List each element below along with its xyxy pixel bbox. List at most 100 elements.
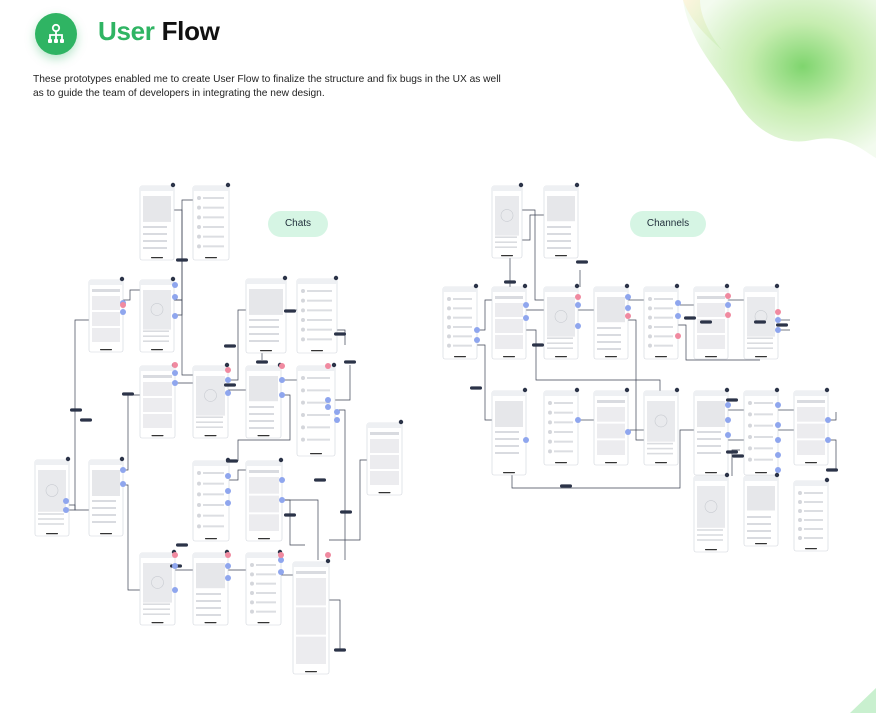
screen-placeholder-icon <box>704 500 718 513</box>
screen-status-bar <box>35 460 69 465</box>
flow-node-blue <box>334 417 340 423</box>
screen-text-line <box>495 431 519 433</box>
screen-text-line <box>453 326 472 328</box>
screen-text-line <box>697 529 723 531</box>
screen-text-line <box>196 421 223 423</box>
screen-image-block <box>143 196 171 222</box>
screen-text-line <box>196 600 221 602</box>
flow-tag <box>176 258 188 262</box>
screen-card <box>249 477 279 494</box>
screen-id-marker <box>119 456 125 462</box>
screen-status-bar <box>544 391 578 396</box>
flow-node-blue <box>334 409 340 415</box>
screen-status-bar <box>193 186 229 191</box>
screen-text-line <box>143 340 169 342</box>
screen-text-line <box>143 330 169 332</box>
screen-home-indicator <box>755 356 767 358</box>
screen-avatar <box>250 609 254 614</box>
screen-home-indicator <box>705 549 717 551</box>
screen-text-line <box>554 431 573 433</box>
title-flow: Flow <box>161 16 220 46</box>
screen-text-line <box>495 445 519 447</box>
flow-tag <box>470 386 482 390</box>
screen-home-indicator <box>705 356 717 358</box>
flow-tag <box>700 320 712 324</box>
flow-node-pink <box>278 552 284 558</box>
screen-id-marker <box>119 276 125 282</box>
flow-node-blue <box>474 337 480 343</box>
screen-text-line <box>307 377 330 379</box>
screen-title-line <box>249 470 279 473</box>
screen-image-block <box>249 376 278 402</box>
screen-text-line <box>654 335 673 338</box>
screen-home-indicator <box>310 453 322 455</box>
flow-node-blue <box>675 313 681 319</box>
screen-text-line <box>143 226 167 228</box>
screen-avatar <box>250 581 254 586</box>
screen-status-bar <box>492 186 522 191</box>
screen-media-block <box>495 196 519 236</box>
screen-home-indicator <box>378 492 391 494</box>
screen-text-line <box>249 340 279 342</box>
screen-id-marker <box>331 362 337 368</box>
flow-node-blue <box>625 429 631 435</box>
screen-home-indicator <box>503 356 515 358</box>
flow-tag <box>826 468 838 472</box>
screen-text-line <box>554 411 573 414</box>
screen-status-bar <box>694 287 728 292</box>
screen-id-marker <box>824 477 830 483</box>
flow-tag <box>726 398 738 402</box>
flow-tag <box>284 513 296 517</box>
screen-home-indicator <box>100 349 112 351</box>
flow-node-pink <box>279 363 285 369</box>
screen-text-line <box>38 523 64 525</box>
flow-node-blue <box>279 477 285 483</box>
screen-text-line <box>203 226 224 228</box>
screen-avatar <box>548 420 552 425</box>
phone-screen <box>366 419 404 496</box>
screen-home-indicator <box>503 472 515 474</box>
screen-text-line <box>92 500 116 502</box>
screen-avatar <box>197 205 201 210</box>
flow-node-blue <box>225 390 231 396</box>
screen-avatar <box>548 410 552 415</box>
screen-avatar <box>798 527 802 531</box>
screen-text-line <box>453 335 472 338</box>
screen-avatar <box>301 425 305 430</box>
screen-avatar <box>301 308 305 313</box>
screen-home-indicator <box>260 350 272 352</box>
screen-card <box>296 578 326 606</box>
screen-text-line <box>203 216 224 219</box>
flow-node-blue <box>172 313 178 319</box>
screen-avatar <box>197 503 201 507</box>
flow-node-blue <box>120 309 126 315</box>
screen-avatar <box>798 491 802 495</box>
screen-text-line <box>547 226 571 228</box>
flow-node-blue <box>120 481 126 487</box>
phone-screen <box>245 275 288 354</box>
screen-image-block <box>92 470 120 496</box>
screen-status-bar <box>297 279 337 284</box>
flow-connector <box>66 504 89 511</box>
screen-card <box>143 414 172 428</box>
screen-avatar <box>197 492 201 497</box>
flow-tag <box>754 320 766 324</box>
screen-card <box>143 382 172 396</box>
screen-status-bar <box>744 476 778 481</box>
screen-text-line <box>647 452 673 455</box>
flow-node-blue <box>225 563 231 569</box>
flow-connector <box>522 214 544 241</box>
phone-screen <box>593 283 630 360</box>
screen-status-bar <box>644 287 678 292</box>
screen-id-marker <box>724 283 730 289</box>
flow-connector <box>628 319 644 441</box>
screen-text-line <box>249 406 274 408</box>
screen-title-line <box>370 432 399 435</box>
flow-tag <box>532 343 544 347</box>
screen-avatar <box>301 289 305 293</box>
screen-text-line <box>754 447 773 450</box>
screen-text-line <box>747 537 771 539</box>
screen-status-bar <box>544 186 578 191</box>
flow-node-blue <box>523 302 529 308</box>
flow-node-blue <box>775 402 781 408</box>
